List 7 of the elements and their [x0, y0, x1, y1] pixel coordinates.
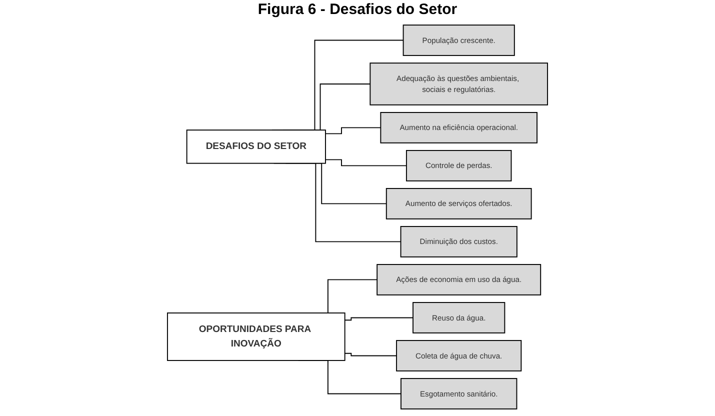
connector — [344, 352, 397, 356]
node-box: DESAFIOS DO SETOR — [186, 130, 326, 164]
connector — [325, 127, 382, 134]
connector — [325, 159, 407, 166]
figure-title: Figura 6 - Desafios do Setor — [256, 0, 458, 20]
connector — [344, 317, 414, 321]
node-box: OPORTUNIDADES PARA INOVAÇÃO — [167, 312, 346, 361]
